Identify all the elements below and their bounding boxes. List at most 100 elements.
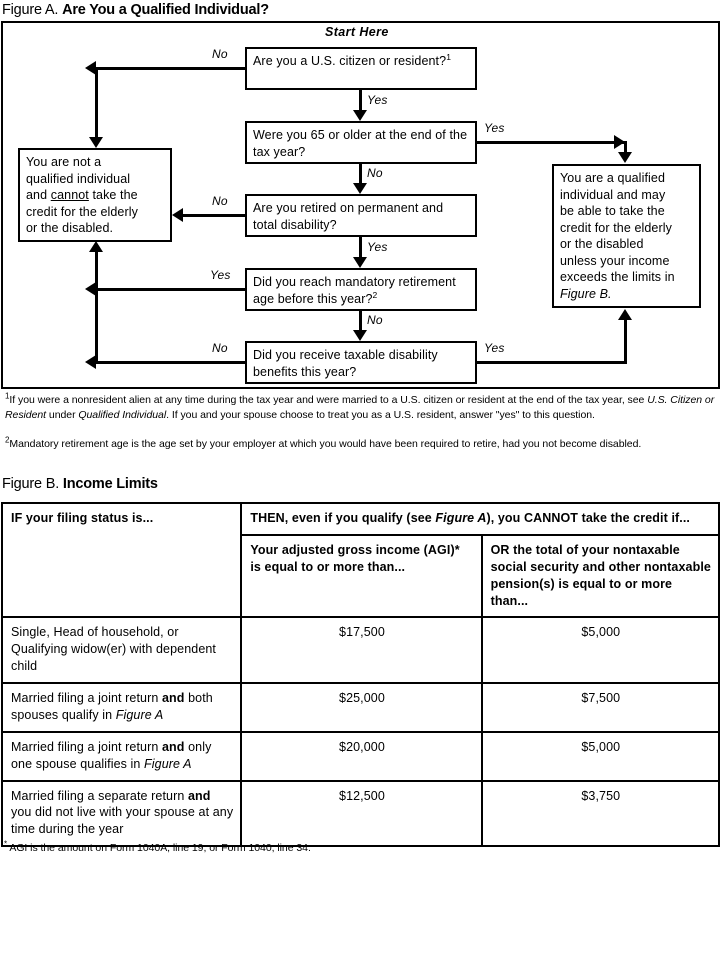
- edge-citizen-yes-arrowhead: [353, 110, 367, 121]
- edge-citizen-no-down-arrowhead: [89, 137, 103, 148]
- row-1-status-b: both spouses qualify in: [11, 691, 213, 722]
- not-qualified-line-5: or the disabled.: [26, 221, 114, 235]
- figure-a-footnote-1: 1If you were a nonresident alien at any …: [5, 392, 719, 423]
- header-agi: Your adjusted gross income (AGI)* is equ…: [240, 533, 483, 619]
- row-2-status-bold: and: [161, 739, 185, 754]
- table-row: Married filing a joint return and both s…: [0, 682, 721, 733]
- edge-citizen-yes-vertical: [359, 90, 362, 113]
- row-3-status-bold: and: [188, 788, 211, 803]
- row-2-agi: $20,000: [240, 730, 483, 782]
- row-1-status-a: Married filing a joint return: [11, 691, 162, 705]
- figure-a-footnote-2: 2Mandatory retirement age is the age set…: [5, 435, 719, 452]
- figure-b-title: Figure B. Income Limits: [2, 476, 158, 492]
- edge-age65-yes-horizontal: [477, 141, 625, 144]
- not-qualified-cannot: cannot: [50, 188, 89, 202]
- figure-b-heading: Income Limits: [62, 476, 158, 492]
- row-1-status-bold: and: [161, 691, 185, 705]
- edge-label-mandatory-yes: Yes: [210, 268, 231, 282]
- edge-mandatory-no-arrowhead: [353, 330, 367, 341]
- qualified-line-8: Figure B.: [560, 286, 612, 301]
- row-1-nontaxable: $7,500: [480, 682, 721, 733]
- header-then-a: THEN, even if you qualify (see: [250, 511, 436, 525]
- edge-label-citizen-no: No: [212, 47, 228, 61]
- not-qualified-line-3: and cannot take the: [26, 187, 165, 204]
- figure-b-label: Figure B.: [2, 476, 60, 492]
- footnote-marker-1: 1: [446, 51, 452, 62]
- edge-taxable-yes-vertical: [624, 319, 627, 363]
- not-qualified-line-2: qualified individual: [26, 171, 131, 186]
- footnote-1-italic-1: U.S. Citizen or Resident: [5, 394, 715, 422]
- not-qualified-line-1: You are not a: [26, 155, 102, 169]
- edge-label-taxable-yes: Yes: [484, 341, 505, 355]
- header-nontaxable: OR the total of your nontaxable social s…: [480, 533, 721, 619]
- row-0-nontaxable: $5,000: [480, 616, 721, 684]
- edge-label-age65-no: No: [367, 166, 383, 180]
- row-3-status: Married filing a separate return and you…: [0, 779, 243, 848]
- table-row: Married filing a joint return and only o…: [0, 730, 721, 782]
- row-3-agi: $12,500: [240, 779, 483, 848]
- footnote-2-text: Mandatory retirement age is the age set …: [9, 438, 642, 450]
- row-2-status-italic: Figure A: [144, 756, 192, 771]
- figure-b-footnote-mark: *: [4, 839, 8, 849]
- table-row: Married filing a separate return and you…: [0, 779, 721, 848]
- edge-label-retired-no: No: [212, 194, 228, 208]
- edge-mandatory-yes-vertical: [95, 251, 98, 291]
- row-2-status: Married filing a joint return and only o…: [0, 730, 243, 782]
- header-filing-status: IF your filing status is...: [0, 501, 243, 619]
- flow-box-taxable-text: Did you receive taxable disability benef…: [253, 348, 438, 379]
- qualified-line-7: exceeds the limits in: [560, 270, 675, 284]
- row-0-agi: $17,500: [240, 616, 483, 684]
- footnote-1-text-a: If you were a nonresident alien at any t…: [9, 394, 648, 406]
- row-1-agi: $25,000: [240, 682, 483, 733]
- table-row: Single, Head of household, or Qualifying…: [0, 616, 721, 684]
- qualified-line-4: credit for the elderly: [560, 220, 672, 235]
- flow-box-not-qualified: You are not a qualified individual and c…: [18, 148, 172, 242]
- table-header-row-2: Your adjusted gross income (AGI)* is equ…: [2, 533, 721, 619]
- flow-box-age65-text: Were you 65 or older at the end of the t…: [253, 128, 468, 159]
- footnote-1-text-c: . If you and your spouse choose to treat…: [166, 409, 595, 422]
- edge-retired-no-horizontal: [183, 214, 247, 217]
- flow-box-age65: Were you 65 or older at the end of the t…: [245, 121, 477, 164]
- figure-b-footnote: * AGI is the amount on Form 1040A, line …: [4, 839, 311, 854]
- figure-a-title: Figure A. Are You a Qualified Individual…: [2, 2, 269, 18]
- figure-a-label: Figure A.: [2, 2, 59, 18]
- flow-box-mandatory-text: Did you reach mandatory retirement age b…: [253, 275, 456, 306]
- edge-taxable-yes-horizontal: [477, 361, 627, 364]
- edge-retired-yes-vertical: [359, 237, 362, 257]
- edge-citizen-no-horizontal: [95, 67, 247, 70]
- start-here-label: Start Here: [325, 25, 389, 39]
- not-qualified-and: and: [26, 188, 48, 202]
- edge-age65-no-arrowhead: [353, 183, 367, 194]
- edge-mandatory-no-vertical: [359, 311, 362, 331]
- row-1-status: Married filing a joint return and both s…: [0, 682, 243, 733]
- flow-box-citizen-text: Are you a U.S. citizen or resident?: [253, 54, 447, 68]
- edge-citizen-no-arrowhead: [85, 61, 96, 75]
- edge-age65-yes-down-arrowhead: [618, 152, 632, 163]
- not-qualified-line-4: credit for the elderly: [26, 204, 138, 219]
- edge-retired-no-arrowhead: [172, 208, 183, 222]
- row-3-status-a: Married filing a separate return: [11, 788, 188, 803]
- figure-b-footnote-text: AGI is the amount on Form 1040A, line 19…: [7, 842, 311, 854]
- flow-box-qualified: You are a qualified individual and may b…: [552, 164, 701, 308]
- footnote-marker-2: 2: [372, 289, 378, 300]
- flow-box-taxable-disability: Did you receive taxable disability benef…: [245, 341, 477, 384]
- footnote-1-text-b: under: [46, 409, 79, 422]
- flow-box-mandatory-retirement: Did you reach mandatory retirement age b…: [245, 268, 477, 311]
- row-2-status-a: Married filing a joint return: [11, 739, 162, 754]
- footnote-2-mark: 2: [5, 435, 10, 445]
- edge-taxable-no-horizontal: [95, 361, 247, 364]
- header-then-figure-a: Figure A: [435, 511, 487, 525]
- not-qualified-take-the: take the: [92, 188, 138, 202]
- income-limits-table: IF your filing status is... THEN, even i…: [0, 501, 721, 848]
- row-3-nontaxable: $3,750: [480, 779, 721, 848]
- flow-box-retired-text: Are you retired on permanent and total d…: [253, 201, 444, 232]
- qualified-line-1: You are a qualified: [560, 171, 665, 185]
- edge-retired-yes-arrowhead: [353, 257, 367, 268]
- qualified-line-3: be able to take the: [560, 204, 665, 218]
- header-then-clause: THEN, even if you qualify (see Figure A)…: [240, 502, 720, 536]
- figure-a-heading: Are You a Qualified Individual?: [62, 2, 269, 18]
- edge-label-taxable-no: No: [212, 341, 228, 355]
- header-then-b: ), you CANNOT take the credit if...: [486, 511, 690, 525]
- row-2-status-b: only one spouse qualifies in: [11, 739, 212, 771]
- footnote-1-italic-2: Qualified Individual: [78, 409, 167, 422]
